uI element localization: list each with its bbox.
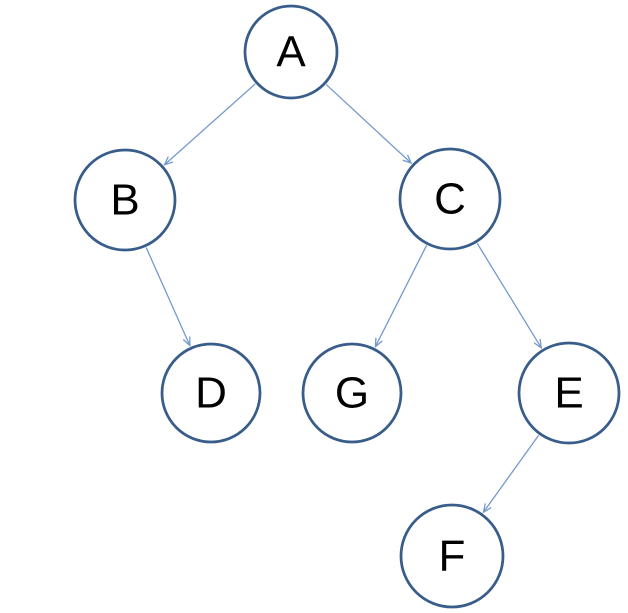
node-F-label: F — [439, 532, 466, 581]
node-A-label: A — [276, 28, 306, 77]
node-E: E — [517, 341, 621, 445]
edge-A-B — [163, 83, 256, 166]
node-F-circle — [399, 503, 505, 609]
node-C: C — [398, 147, 502, 251]
node-B-circle — [73, 148, 177, 252]
node-C-label: C — [434, 175, 466, 224]
node-D-label: D — [195, 369, 227, 418]
node-A-circle — [243, 4, 339, 100]
node-G-label: G — [335, 369, 369, 418]
node-D-circle — [160, 342, 262, 444]
node-F: F — [399, 503, 505, 609]
node-B: B — [73, 148, 177, 252]
edge-B-D — [145, 247, 191, 347]
node-B-label: B — [110, 176, 139, 225]
edge-C-G — [374, 245, 428, 349]
node-G-circle — [301, 342, 403, 444]
node-E-circle — [517, 341, 621, 445]
edge-E-F — [482, 434, 540, 514]
edge-C-E — [476, 242, 543, 350]
node-E-label: E — [554, 369, 583, 418]
node-D: D — [160, 342, 262, 444]
node-C-circle — [398, 147, 502, 251]
node-G: G — [301, 342, 403, 444]
edge-A-C — [325, 84, 413, 165]
node-A: A — [243, 4, 339, 100]
